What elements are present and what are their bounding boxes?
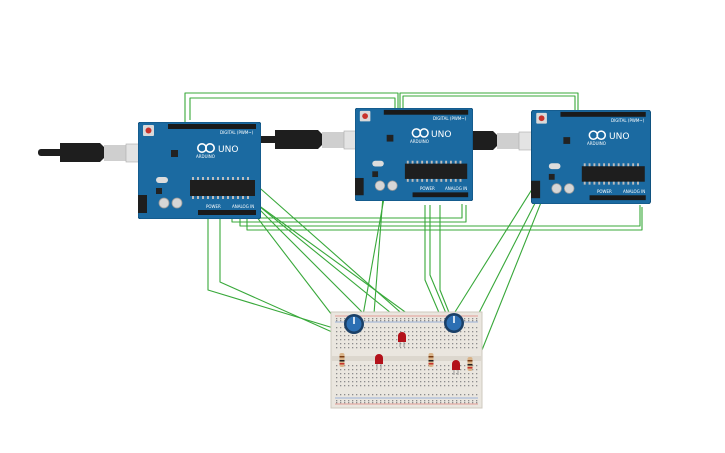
board-model-label: UNO xyxy=(431,130,451,140)
board-power-label: POWER xyxy=(420,186,435,191)
board-model-label: UNO xyxy=(609,132,629,142)
led[interactable] xyxy=(398,332,406,347)
wire[interactable] xyxy=(246,207,643,231)
arduino-board-2[interactable]: UNO ARDUINO DIGITAL (PWM~) POWER ANALOG … xyxy=(350,108,473,201)
usb-cables xyxy=(38,130,534,163)
board-digital-label: DIGITAL (PWM~) xyxy=(611,118,645,123)
board-brand-label: ARDUINO xyxy=(587,141,606,146)
board-analog-label: ANALOG IN xyxy=(445,186,467,191)
board-power-label: POWER xyxy=(206,204,221,209)
wire[interactable] xyxy=(257,204,431,331)
board-model-label: UNO xyxy=(218,145,238,155)
led[interactable] xyxy=(452,360,460,375)
potentiometer[interactable] xyxy=(344,314,364,334)
wire[interactable] xyxy=(249,199,381,331)
board-digital-label: DIGITAL (PWM~) xyxy=(433,116,467,121)
arduino-board-3[interactable]: UNO ARDUINO DIGITAL (PWM~) POWER ANALOG … xyxy=(527,110,651,204)
led[interactable] xyxy=(375,354,383,369)
board-brand-label: ARDUINO xyxy=(410,139,429,144)
wire[interactable] xyxy=(227,204,463,219)
wire[interactable] xyxy=(207,214,341,331)
resistor[interactable] xyxy=(428,353,434,367)
wire[interactable] xyxy=(219,214,351,341)
wire[interactable] xyxy=(424,205,441,316)
wire[interactable] xyxy=(439,205,457,331)
usb-cable-board-2[interactable] xyxy=(258,130,359,150)
board-analog-label: ANALOG IN xyxy=(232,204,254,209)
wire[interactable] xyxy=(253,201,403,323)
board-digital-label: DIGITAL (PWM~) xyxy=(220,130,254,135)
wire[interactable] xyxy=(231,205,467,223)
arduino-board-1[interactable]: UNO ARDUINO DIGITAL (PWM~) POWER ANALOG … xyxy=(133,122,261,219)
usb-cable-board-1[interactable] xyxy=(38,143,141,163)
resistor[interactable] xyxy=(467,357,473,371)
potentiometer[interactable] xyxy=(444,313,464,333)
board-brand-label: ARDUINO xyxy=(196,154,215,159)
wire[interactable] xyxy=(429,205,449,319)
board-power-label: POWER xyxy=(597,189,612,194)
board-analog-label: ANALOG IN xyxy=(623,189,645,194)
resistor[interactable] xyxy=(339,353,345,367)
